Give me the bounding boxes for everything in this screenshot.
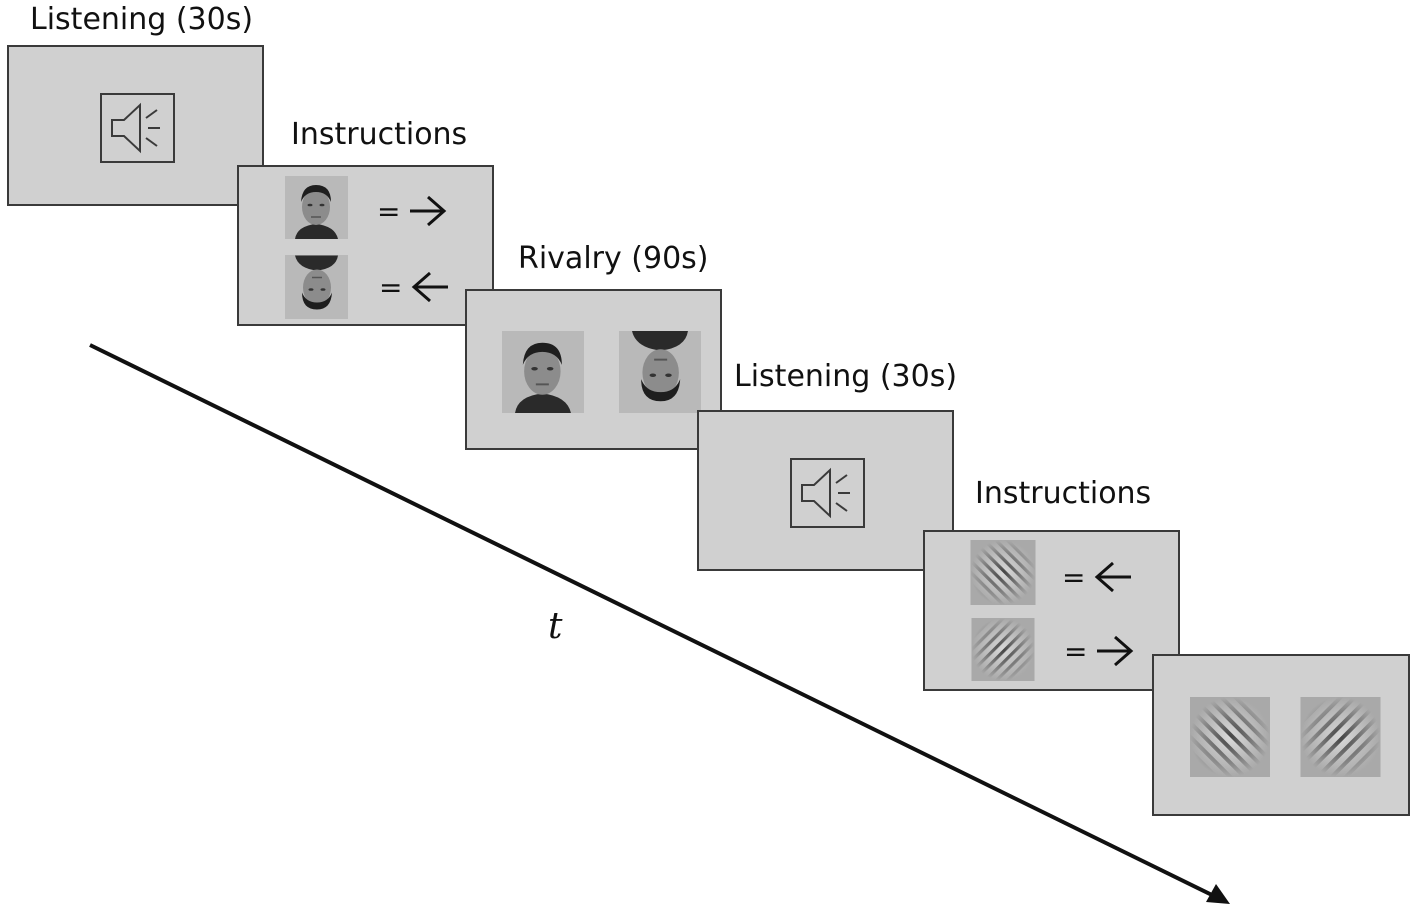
- left-arrow-icon: [412, 271, 449, 303]
- right-arrow-icon: [1097, 635, 1134, 667]
- rivalry-screen-faces: [465, 289, 722, 450]
- right-tilt-grating-image: [1299, 697, 1382, 777]
- listening-screen-1: [7, 45, 264, 206]
- equals-sign: =: [377, 194, 401, 228]
- upright-mapping: =: [377, 194, 448, 228]
- listening-label-1: Listening (30s): [30, 2, 254, 37]
- listening-screen-2: [697, 410, 954, 571]
- speaker-icon: [100, 93, 175, 163]
- right-tilt-grating-image: [969, 618, 1037, 681]
- left-tilt-mapping: =: [1062, 560, 1133, 594]
- inverted-face-image: [285, 255, 348, 319]
- upright-face-image: [502, 331, 584, 413]
- right-arrow-icon: [410, 195, 447, 227]
- equals-sign: =: [1064, 634, 1088, 668]
- left-arrow-icon: [1095, 561, 1132, 593]
- equals-sign: =: [1062, 560, 1086, 594]
- time-axis-label: t: [548, 606, 563, 647]
- right-tilt-mapping: =: [1064, 634, 1135, 668]
- listening-label-2: Listening (30s): [734, 359, 958, 394]
- speaker-icon: [790, 458, 865, 528]
- upright-face-image: [285, 176, 348, 239]
- instructions-screen-faces: = =: [237, 165, 494, 326]
- instructions-screen-gratings: =: [923, 530, 1180, 691]
- inverted-mapping: =: [379, 270, 450, 304]
- equals-sign: =: [379, 270, 403, 304]
- left-tilt-grating-image: [969, 540, 1037, 605]
- left-tilt-grating-image: [1189, 697, 1271, 777]
- instructions-label-2: Instructions: [975, 476, 1152, 511]
- inverted-face-image: [619, 331, 701, 413]
- rivalry-screen-gratings: [1152, 654, 1410, 816]
- instructions-label-1: Instructions: [291, 117, 468, 152]
- rivalry-label: Rivalry (90s): [518, 241, 709, 276]
